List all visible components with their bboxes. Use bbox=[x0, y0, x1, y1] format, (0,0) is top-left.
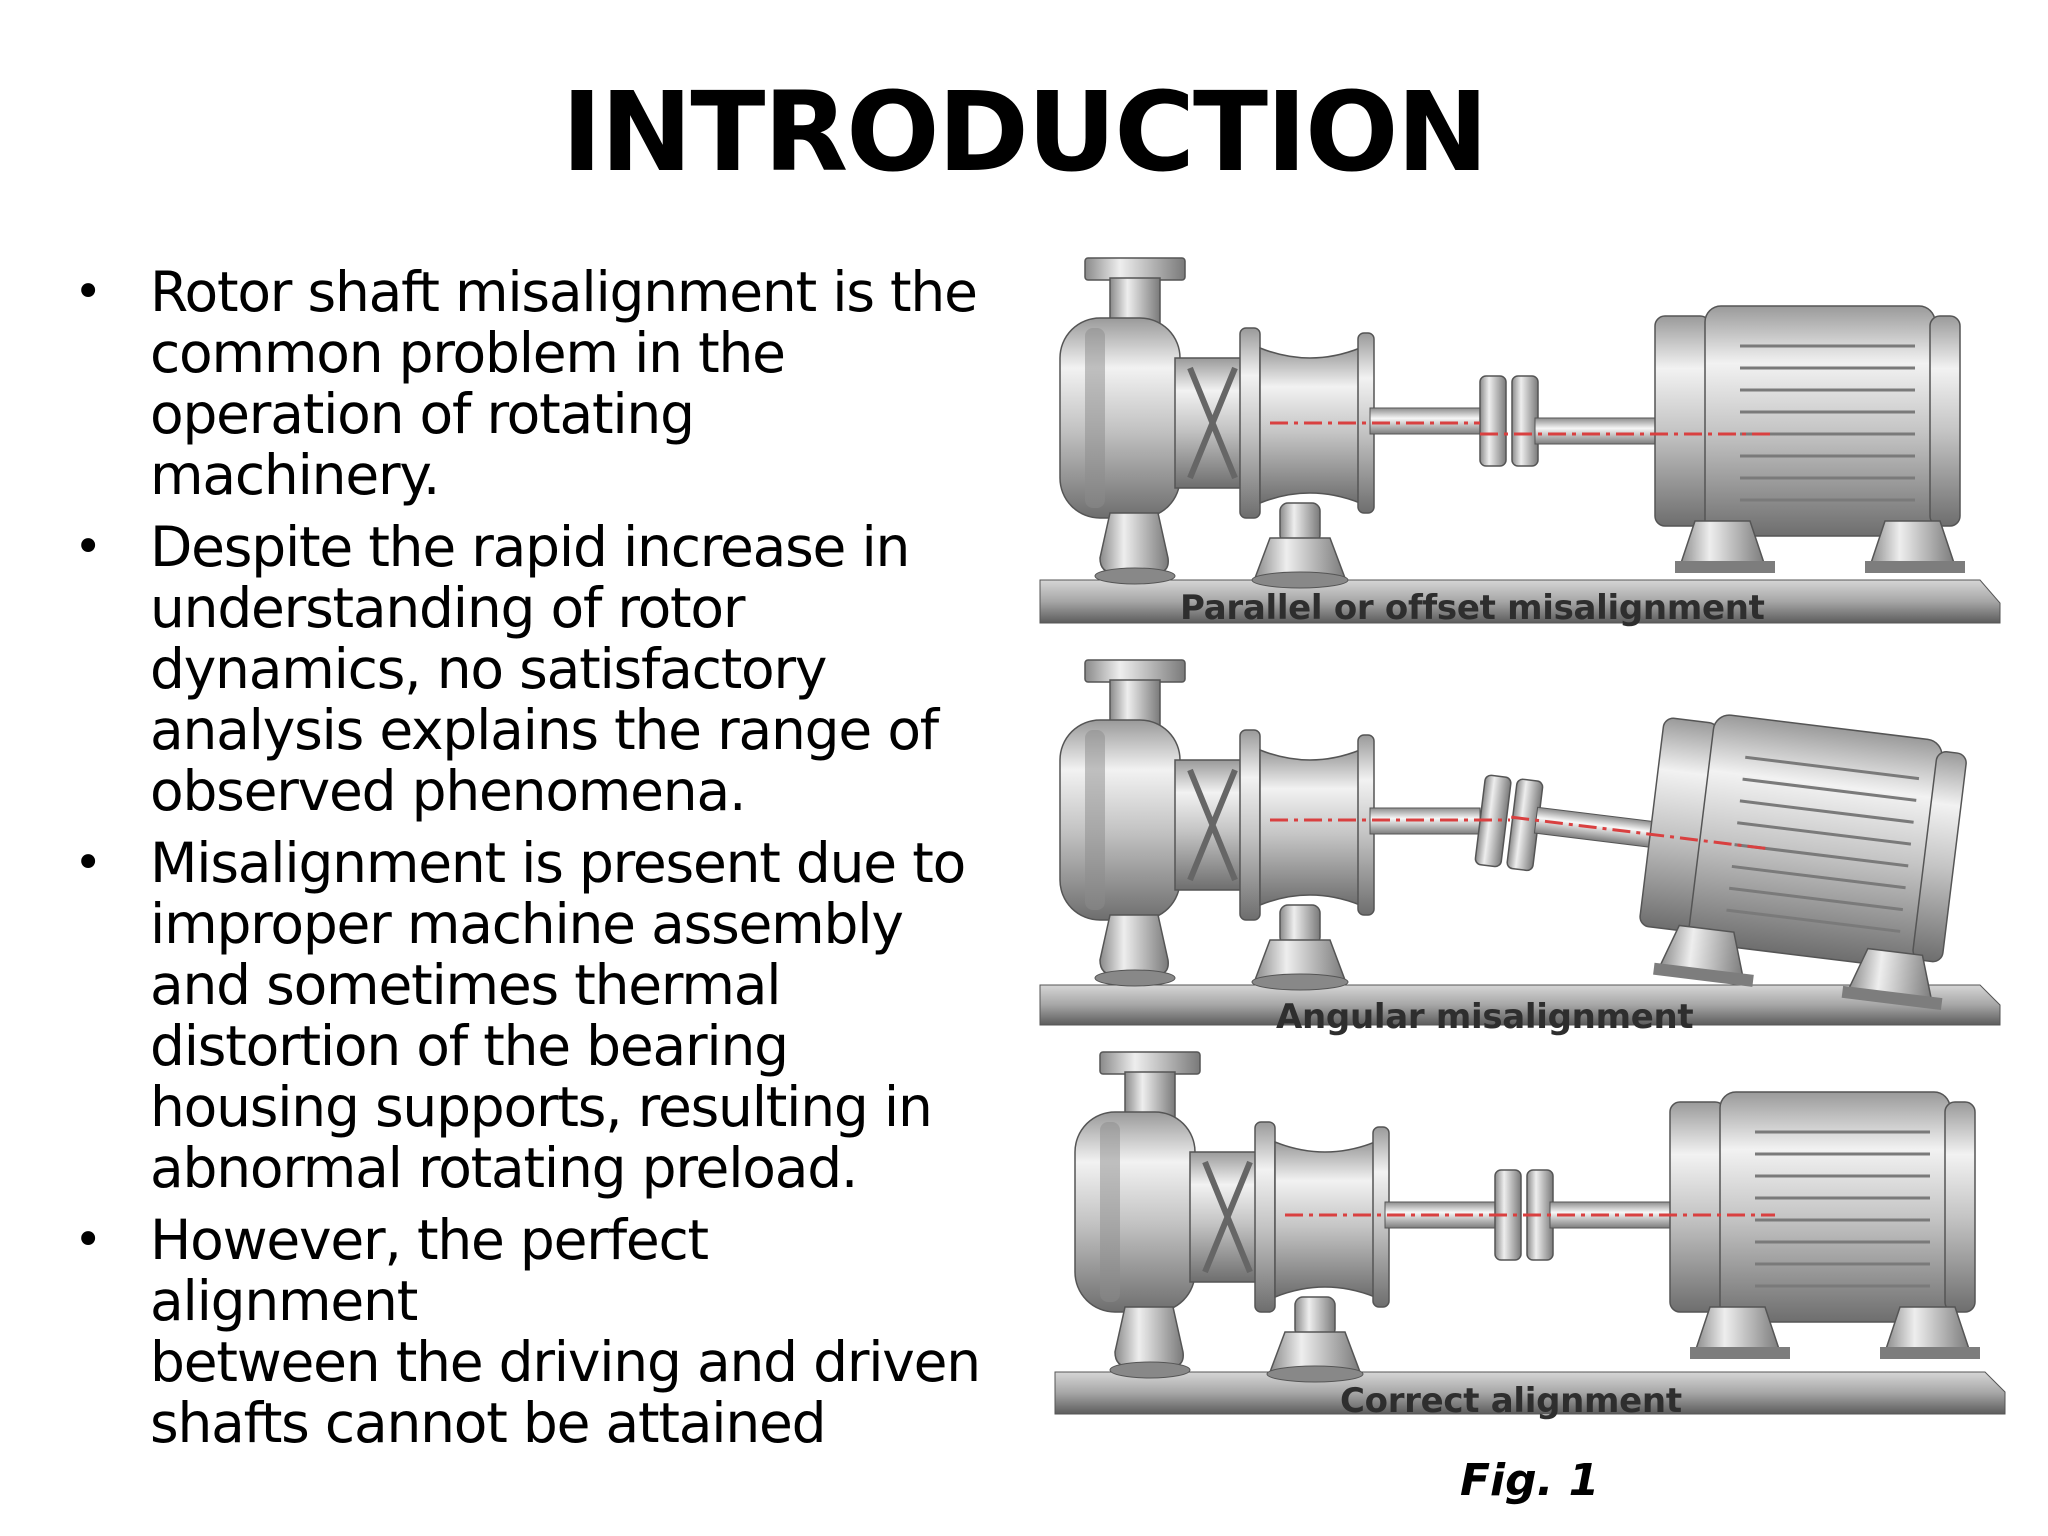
misalignment-figure bbox=[1039, 240, 2006, 1415]
bullet-line: observed phenomena. bbox=[150, 759, 746, 823]
bullet-dot: • bbox=[74, 519, 102, 575]
bullet-item: • Rotor shaft misalignment is the common… bbox=[70, 262, 980, 506]
bullet-dot: • bbox=[74, 1212, 102, 1268]
bullet-line: dynamics, no satisfactory bbox=[150, 637, 827, 701]
bullet-line: abnormal rotating preload. bbox=[150, 1136, 858, 1200]
bullet-line: between the driving and driven bbox=[150, 1330, 981, 1394]
bullet-line: and sometimes thermal bbox=[150, 953, 782, 1017]
caption-correct: Correct alignment bbox=[1340, 1381, 1682, 1421]
bullet-dot: • bbox=[74, 264, 102, 320]
bullet-list: • Rotor shaft misalignment is the common… bbox=[70, 262, 981, 1465]
bullet-line: Misalignment is present due to bbox=[150, 831, 966, 895]
bullet-line: However, the perfect alignment bbox=[150, 1208, 709, 1333]
bullet-item: • Despite the rapid increase in understa… bbox=[70, 517, 980, 822]
caption-angular: Angular misalignment bbox=[1276, 997, 1694, 1037]
bullet-line: improper machine assembly bbox=[150, 892, 904, 956]
bullet-line: Rotor shaft misalignment is the bbox=[150, 260, 978, 324]
diagram-correct-alignment bbox=[1054, 1052, 2006, 1415]
bullet-item: • Misalignment is present due to imprope… bbox=[70, 833, 980, 1199]
diagram-angular-misalignment bbox=[1039, 660, 2001, 1026]
diagram-parallel-misalignment bbox=[1039, 258, 2001, 624]
bullet-line: Despite the rapid increase in bbox=[150, 515, 910, 579]
bullet-line: common problem in the bbox=[150, 321, 786, 385]
figure-label: Fig. 1 bbox=[1460, 1455, 1600, 1506]
bullet-line: analysis explains the range of bbox=[150, 698, 939, 762]
bullet-dot: • bbox=[74, 835, 102, 891]
bullet-line: machinery. bbox=[150, 443, 440, 507]
bullet-line: housing supports, resulting in bbox=[150, 1075, 933, 1139]
bullet-line: operation of rotating bbox=[150, 382, 695, 446]
slide-title: INTRODUCTION bbox=[561, 68, 1488, 196]
bullet-line: distortion of the bearing bbox=[150, 1014, 789, 1078]
bullet-item: • However, the perfect alignment between… bbox=[70, 1208, 981, 1455]
caption-parallel: Parallel or offset misalignment bbox=[1180, 588, 1765, 628]
bullet-line: shafts cannot be attained bbox=[150, 1391, 827, 1455]
bullet-line: understanding of rotor bbox=[150, 576, 745, 640]
